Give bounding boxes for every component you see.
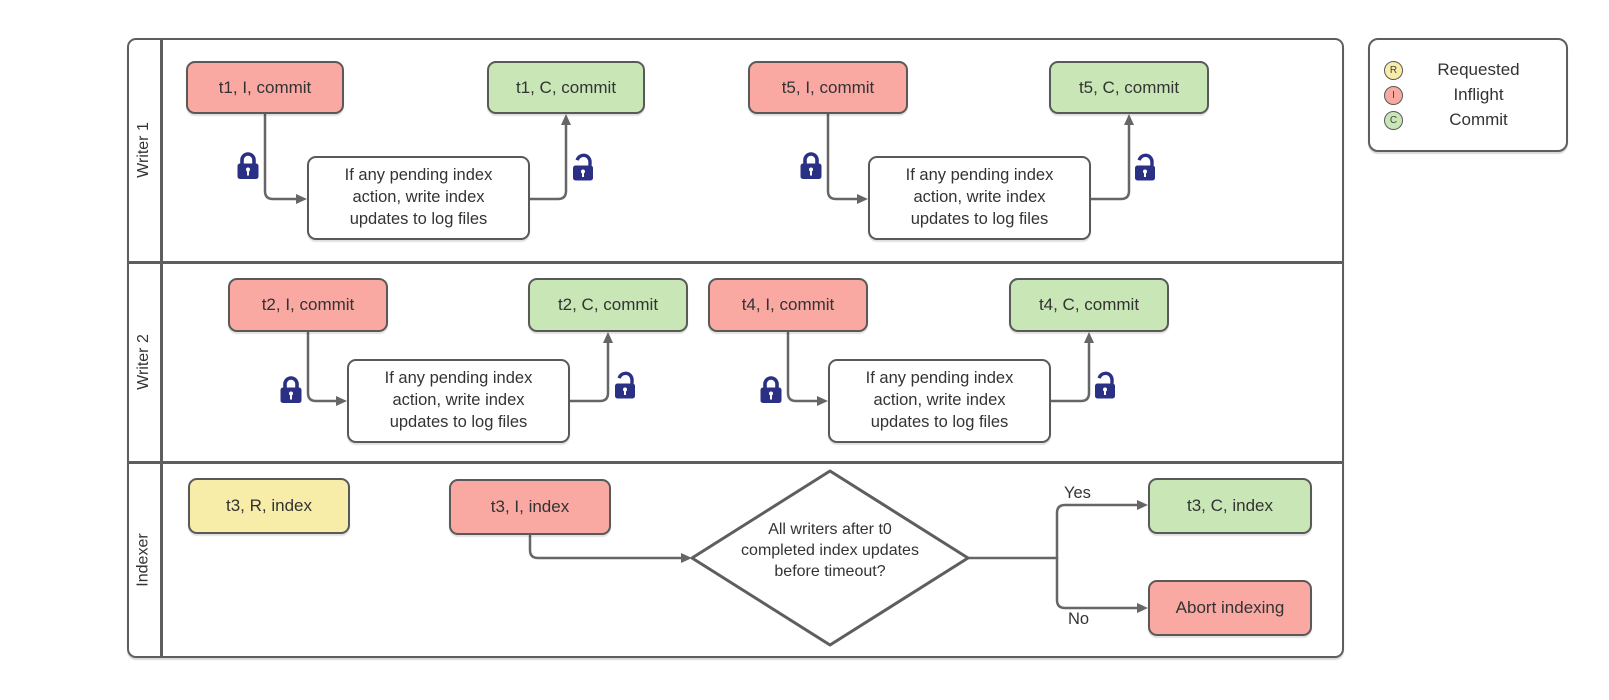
connector-process-to-t4-commit <box>1049 332 1094 403</box>
connector-process-to-t1-commit <box>528 114 571 201</box>
requested-state-icon: R <box>1384 60 1403 80</box>
node-t5-commit: t5, C, commit <box>1049 61 1209 114</box>
legend-label-commit: Commit <box>1449 110 1508 129</box>
connector-process-to-t2-commit <box>568 332 613 403</box>
process-text: If any pending index action, write index… <box>344 166 493 228</box>
node-t2-commit: t2, C, commit <box>528 278 688 332</box>
lock-closed-icon <box>235 152 261 181</box>
node-t4-inflight: t4, I, commit <box>708 278 868 332</box>
lane-divider-writer2-indexer <box>129 461 1342 464</box>
connector-t4-inflight-to-process <box>786 331 828 406</box>
connector-no-branch <box>1055 556 1148 613</box>
node-t2-inflight: t2, I, commit <box>228 278 388 332</box>
node-t5-inflight: t5, I, commit <box>748 61 908 114</box>
lock-open-icon <box>613 371 637 401</box>
node-process-writer2-b: If any pending index action, write index… <box>828 359 1051 443</box>
lane-divider-writer1-writer2 <box>129 261 1342 264</box>
legend-label-inflight: Inflight <box>1453 85 1504 104</box>
node-t1-inflight: t1, I, commit <box>186 61 344 114</box>
connector-process-to-t5-commit <box>1089 114 1134 201</box>
connector-t5-inflight-to-process <box>826 112 868 204</box>
decision-text: All writers after t0 completed index upd… <box>741 521 919 580</box>
node-t4-commit: t4, C, commit <box>1009 278 1169 332</box>
legend-label-requested: Requested <box>1437 60 1520 79</box>
legend-row-commit: C Commit <box>1384 110 1554 130</box>
connector-yes-branch <box>1055 500 1148 560</box>
node-t3-commit: t3, C, index <box>1148 478 1312 534</box>
node-abort-indexing: Abort indexing <box>1148 580 1312 636</box>
process-text: If any pending index action, write index… <box>384 369 533 431</box>
lock-closed-icon <box>798 152 824 181</box>
edge-label-yes: Yes <box>1064 484 1091 502</box>
process-text: If any pending index action, write index… <box>865 369 1014 431</box>
legend: R Requested I Inflight C Commit <box>1368 38 1568 152</box>
node-process-writer2-a: If any pending index action, write index… <box>347 359 570 443</box>
legend-row-inflight: I Inflight <box>1384 85 1554 105</box>
connector-t3-inflight-to-decision <box>528 534 692 563</box>
commit-state-icon: C <box>1384 110 1403 130</box>
lane-label-column-divider <box>160 40 163 656</box>
process-text: If any pending index action, write index… <box>905 166 1054 228</box>
node-t3-inflight: t3, I, index <box>449 479 611 535</box>
connector-t1-inflight-to-process <box>263 112 307 204</box>
node-process-writer1-b: If any pending index action, write index… <box>868 156 1091 240</box>
node-t3-requested: t3, R, index <box>188 478 350 534</box>
lock-open-icon <box>1133 153 1157 183</box>
node-process-writer1-a: If any pending index action, write index… <box>307 156 530 240</box>
connector-t2-inflight-to-process <box>306 331 347 406</box>
legend-row-requested: R Requested <box>1384 60 1554 80</box>
lock-open-icon <box>1093 371 1117 401</box>
lock-open-icon <box>571 153 595 183</box>
lock-closed-icon <box>758 376 784 405</box>
decision-diamond-shape <box>690 469 970 647</box>
lock-closed-icon <box>278 376 304 405</box>
inflight-state-icon: I <box>1384 85 1403 105</box>
node-t1-commit: t1, C, commit <box>487 61 645 114</box>
edge-label-no: No <box>1068 610 1090 628</box>
